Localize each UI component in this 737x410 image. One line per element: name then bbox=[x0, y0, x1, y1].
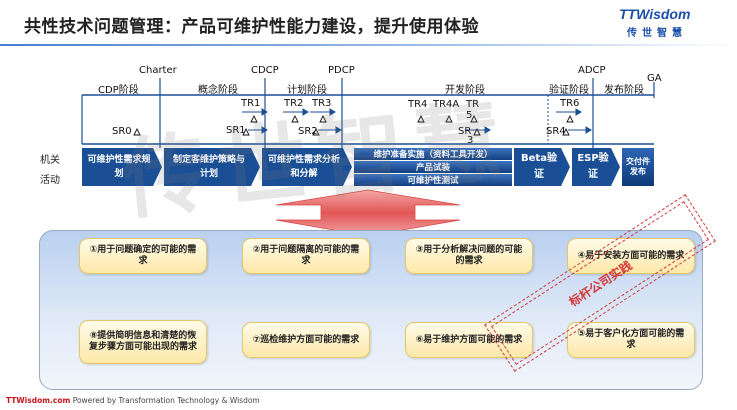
sr0-label: SR0 bbox=[112, 126, 132, 137]
activity-2-text: 制定客维护策略与计划 bbox=[172, 154, 245, 179]
tr4a-label: TR4A bbox=[433, 99, 460, 110]
tr3-label: TR3 bbox=[312, 98, 332, 109]
activity-deliverable-release: 交付件发布 bbox=[622, 148, 654, 186]
tr1-label: TR1 bbox=[241, 98, 261, 109]
activity-1-text: 可维护性需求规划 bbox=[87, 154, 151, 179]
sr-arrows bbox=[248, 126, 592, 134]
logo-wordmark: TTWisdom bbox=[619, 6, 690, 22]
activity-strategy-plan: 制定客维护策略与计划 bbox=[164, 148, 260, 186]
page-title: 共性技术问题管理：产品可维护性能力建设，提升使用体验 bbox=[24, 17, 479, 37]
tr5-label: TR bbox=[466, 99, 480, 110]
logo-brand-blue: TTWisdom bbox=[619, 6, 691, 22]
sr-triangles bbox=[133, 127, 570, 136]
activity-5-text: Beta验证 bbox=[521, 153, 557, 180]
need-card-1: ①用于问题确定的可能的需求 bbox=[79, 238, 207, 274]
need-card-2: ②用于问题隔离的可能的需求 bbox=[242, 238, 370, 274]
milestone-pdcp: PDCP bbox=[328, 65, 355, 76]
phase-concept: 概念阶段 bbox=[198, 85, 238, 96]
need-card-7: ⑦巡检维护方面可能的需求 bbox=[242, 322, 370, 358]
activity-3-text: 可维护性需求分析和分解 bbox=[268, 154, 341, 179]
activity-product-trial: 产品试装 bbox=[354, 161, 512, 173]
phase-verify: 验证阶段 bbox=[549, 85, 589, 96]
phase-release: 发布阶段 bbox=[604, 85, 644, 96]
logo-chinese: 传世智慧 bbox=[627, 28, 687, 39]
title-underline bbox=[0, 44, 737, 46]
sr1-label: SR1 bbox=[226, 125, 246, 136]
activity-maintainability-test: 可维护性测试 bbox=[354, 174, 512, 186]
company-logo: TTWisdom 传世智慧 bbox=[619, 6, 729, 42]
need-card-3: ③用于分析解决问题的可能的需求 bbox=[405, 238, 533, 274]
footer-brand: TTWisdom.com bbox=[6, 396, 71, 405]
need-card-5: ⑤易于客户化方面可能的需求 bbox=[567, 322, 695, 358]
tr2-label: TR2 bbox=[284, 98, 304, 109]
milestone-cdcp: CDCP bbox=[251, 65, 279, 76]
tr-arrows bbox=[242, 108, 582, 116]
phase-cdp: CDP阶段 bbox=[98, 85, 139, 96]
footer: TTWisdom.com Powered by Transformation T… bbox=[6, 396, 260, 405]
side-label-activity: 活动 bbox=[40, 175, 60, 186]
tr4-label: TR4 bbox=[408, 99, 428, 110]
tr-triangles bbox=[250, 114, 574, 123]
activity-4a-text: 维护准备实施（资料工具开发） bbox=[373, 150, 493, 160]
activity-4c-text: 可维护性测试 bbox=[407, 176, 459, 186]
need-card-6: ⑥易于维护方面可能的需求 bbox=[405, 322, 533, 358]
milestone-charter: Charter bbox=[139, 65, 177, 76]
activity-beta-verify: Beta验证 bbox=[514, 148, 570, 186]
tr6-label: TR6 bbox=[560, 98, 580, 109]
activity-esp-verify: ESP验证 bbox=[572, 148, 620, 186]
phase-develop: 开发阶段 bbox=[445, 85, 485, 96]
side-label-org: 机关 bbox=[40, 155, 60, 166]
activity-6-text: ESP验证 bbox=[577, 153, 609, 180]
footer-text: Powered by Transformation Technology & W… bbox=[70, 396, 260, 405]
activity-requirement-analysis: 可维护性需求分析和分解 bbox=[262, 148, 352, 186]
milestone-ga: GA bbox=[647, 73, 662, 84]
sr3-number: 3 bbox=[467, 135, 474, 146]
sr3-label: SR bbox=[458, 126, 472, 137]
activity-4b-text: 产品试装 bbox=[415, 163, 450, 173]
need-card-8: ⑧提供简明信息和清楚的恢复步骤方面可能出现的需求 bbox=[79, 320, 207, 364]
sr2-label: SR2 bbox=[298, 126, 318, 137]
activity-maintenance-prep: 维护准备实施（资料工具开发） bbox=[354, 148, 512, 160]
activity-requirement-planning: 可维护性需求规划 bbox=[82, 148, 162, 186]
phase-plan: 计划阶段 bbox=[287, 85, 327, 96]
tr5-number: 5 bbox=[466, 110, 473, 121]
activity-7-text: 交付件发布 bbox=[626, 157, 650, 176]
need-card-4: ④易于安装方面可能的需求 bbox=[567, 238, 695, 274]
milestone-adcp: ADCP bbox=[578, 65, 606, 76]
sr4-label: SR4 bbox=[546, 126, 566, 137]
